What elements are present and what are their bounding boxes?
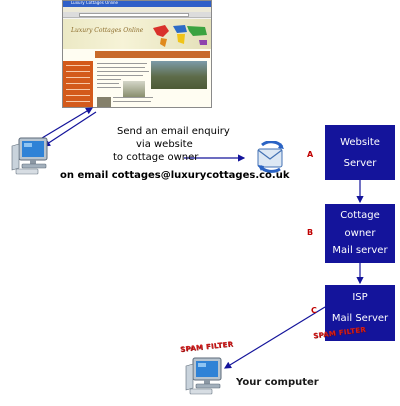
cottage-photo (97, 97, 111, 107)
enquiry-line-1: Send an email enquiry (117, 126, 230, 137)
site-banner (63, 19, 211, 49)
website-server-label-1: Website (340, 137, 380, 148)
site-nav-strip (95, 51, 210, 58)
email-address-line: on email cottages@luxurycottages.co.uk (60, 170, 290, 181)
isp-mail-server-box: ISP Mail Server (325, 285, 395, 341)
site-content (97, 61, 177, 107)
address-field (79, 13, 189, 17)
isp-label-1: ISP (352, 292, 368, 303)
cottage-owner-mail-server-box: Cottage owner Mail server (325, 204, 395, 263)
website-server-box: Website Server (325, 125, 395, 180)
website-server-label-2: Server (343, 158, 377, 169)
computer-icon (11, 137, 48, 175)
cottage-photo (123, 81, 145, 97)
marker-b: B (307, 228, 314, 237)
arrow-isp-to-computer (223, 306, 326, 369)
your-computer-label: Your computer (236, 377, 319, 388)
site-logo: Luxury Cottages Online (71, 27, 144, 34)
isp-label-2: Mail Server (331, 313, 389, 324)
your-computer-icon (185, 357, 222, 395)
cottage-label-1: Cottage (340, 210, 380, 221)
marker-c: C (311, 306, 317, 315)
cottage-label-2: owner (344, 228, 376, 239)
website-screenshot: Luxury Cottages Online Luxury Cottages O… (62, 0, 212, 108)
site-left-nav (63, 61, 93, 107)
window-menubar (63, 7, 211, 12)
marker-a: A (307, 150, 314, 159)
email-client-icon (257, 141, 284, 173)
cottage-label-3: Mail server (332, 245, 388, 256)
enquiry-line-2: via website (136, 139, 193, 150)
world-map-graphic (153, 25, 207, 47)
arrow-to-website (41, 107, 94, 139)
cottage-photo (151, 61, 207, 89)
window-title: Luxury Cottages Online (71, 0, 118, 5)
enquiry-line-3: to cottage owner (113, 152, 199, 163)
window-titlebar (63, 1, 211, 7)
arrow-from-website (42, 111, 97, 147)
